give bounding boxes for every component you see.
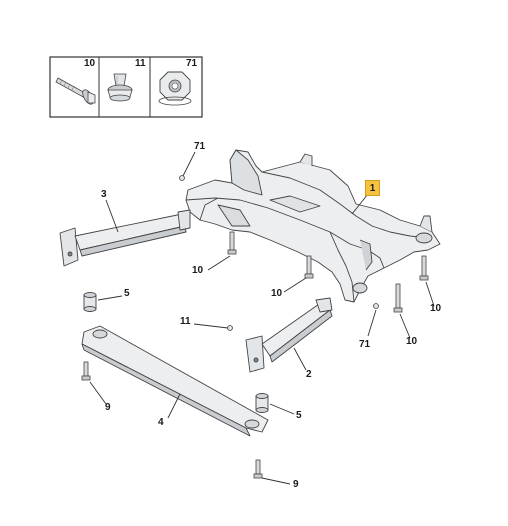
bolt-part-10-b <box>304 255 314 279</box>
callout-10-b: 10 <box>271 288 283 299</box>
legend-ref-10: 10 <box>84 58 96 69</box>
bolt-part-9-b <box>253 459 263 479</box>
callout-9-a: 9 <box>105 402 111 413</box>
callout-71-bottom: 71 <box>359 339 371 350</box>
bolt-part-10-d <box>393 283 403 313</box>
subframe-part-1 <box>185 149 441 303</box>
callout-5-b: 5 <box>296 410 302 421</box>
bushing-part-5-b <box>255 393 269 413</box>
callout-4: 4 <box>158 417 164 428</box>
hex-nut-icon <box>158 71 192 106</box>
callout-2: 2 <box>306 369 312 380</box>
bolt-part-10-a <box>227 231 237 255</box>
legend-ref-11: 11 <box>135 58 146 69</box>
callout-9-b: 9 <box>293 479 299 490</box>
leader-lines <box>89 151 435 485</box>
callout-11: 11 <box>180 316 191 327</box>
rivet-part-11 <box>227 325 233 331</box>
bolt-part-10-c <box>419 255 429 281</box>
hardware-legend <box>49 56 203 118</box>
bolt-part-9-a <box>81 361 91 381</box>
tie-bar-part-4 <box>81 325 269 437</box>
brace-part-2 <box>245 297 333 373</box>
callout-3: 3 <box>101 189 107 200</box>
nut-part-71-top <box>179 175 185 181</box>
bushing-part-5-a <box>83 292 97 312</box>
rivet-nut-icon <box>107 73 133 102</box>
callout-10-d: 10 <box>406 336 418 347</box>
callout-10-c: 10 <box>430 303 442 314</box>
legend-ref-71: 71 <box>186 58 198 69</box>
callout-10-a: 10 <box>192 265 204 276</box>
brace-part-3 <box>59 209 191 267</box>
callout-1-highlight: 1 <box>365 180 380 196</box>
callout-1: 1 <box>369 183 376 194</box>
nut-part-71-bottom <box>373 303 379 309</box>
callout-5-a: 5 <box>124 288 130 299</box>
callout-71-top: 71 <box>194 141 206 152</box>
bolt-flange-icon <box>55 77 96 105</box>
